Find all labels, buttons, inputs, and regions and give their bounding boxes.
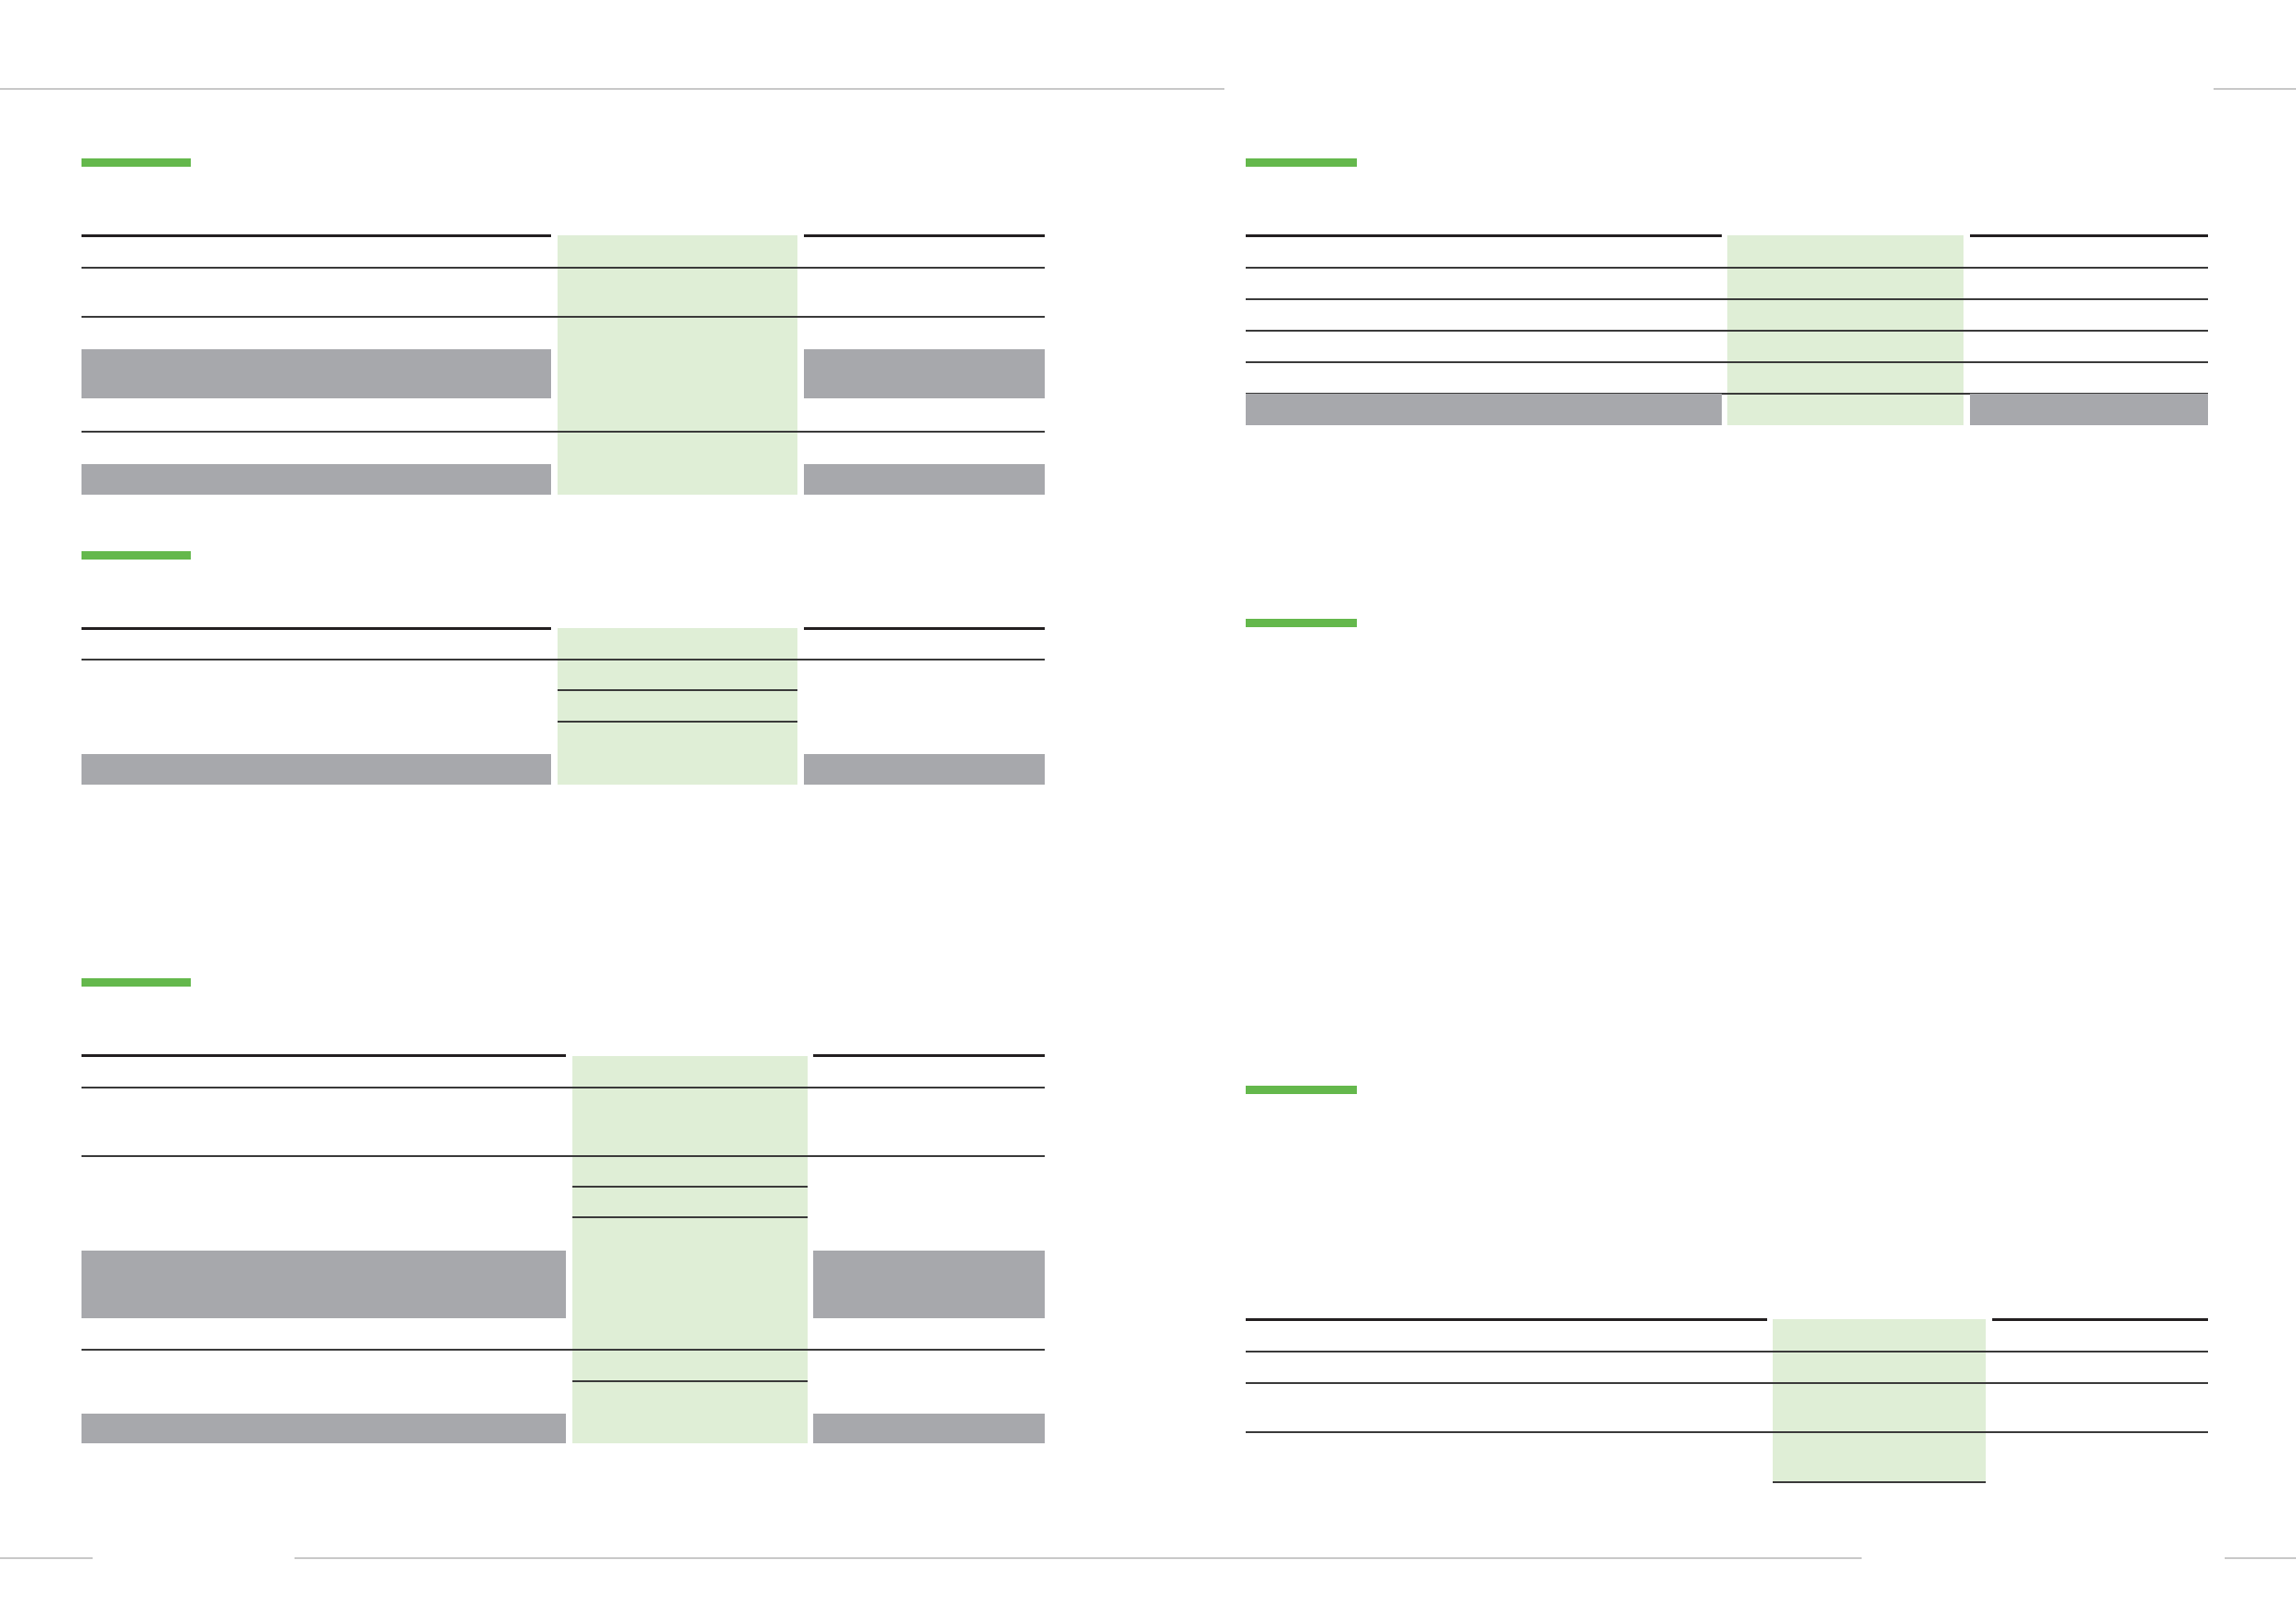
section-6-accent: [1246, 1086, 1357, 1094]
section-3-row-rule-6: [572, 1380, 808, 1382]
section-1-row-rule-1: [82, 267, 1045, 269]
section-6-header-rule: [1246, 1318, 1767, 1321]
section-4-header-rule-prior: [1970, 234, 2208, 237]
section-6-row-rule-1: [1246, 1351, 2208, 1352]
section-3-subtotal-prior: [813, 1251, 1045, 1318]
bottom-rule-right-short: [2225, 1557, 2296, 1559]
section-1-total-row: [82, 464, 551, 495]
section-2-total-row: [82, 754, 551, 785]
section-1-current-year-column: [558, 235, 797, 495]
section-3-row-rule-2: [82, 1155, 1045, 1157]
section-1-subtotal-row: [82, 349, 551, 398]
section-1-header-rule: [82, 234, 551, 237]
section-1-header-rule-prior: [804, 234, 1045, 237]
section-6-row-rule-3: [1246, 1431, 2208, 1433]
section-2-header-rule: [82, 627, 551, 630]
section-2-row-rule-3: [558, 721, 797, 723]
top-rule-right: [2214, 88, 2296, 90]
section-4-accent: [1246, 158, 1357, 167]
section-3-row-rule-5: [82, 1349, 1045, 1351]
section-3-row-rule-3: [572, 1186, 808, 1188]
section-3-subtotal-row: [82, 1251, 566, 1318]
section-6-row-rule-4: [1773, 1481, 1986, 1483]
section-2-header-rule-prior: [804, 627, 1045, 630]
section-1-row-rule-2: [82, 316, 1045, 318]
section-4-row-rule-3: [1246, 330, 2208, 332]
section-2-accent: [82, 551, 191, 560]
section-4-header-rule: [1246, 234, 1722, 237]
section-3-header-rule-prior: [813, 1054, 1045, 1057]
section-3-header-rule: [82, 1054, 566, 1057]
bottom-rule-center: [295, 1557, 1862, 1559]
section-2-current-year-column: [558, 628, 797, 785]
section-4-total-prior: [1970, 394, 2208, 425]
section-3-row-rule-4: [572, 1216, 808, 1218]
section-3-row-rule-1: [82, 1087, 1045, 1088]
section-3-accent: [82, 978, 191, 987]
section-3-current-year-column: [572, 1056, 808, 1443]
section-4-total-row: [1246, 394, 1722, 425]
top-rule-left: [0, 88, 1224, 90]
section-1-subtotal-prior: [804, 349, 1045, 398]
section-4-row-rule-4: [1246, 361, 2208, 363]
section-3-total-prior: [813, 1414, 1045, 1443]
section-6-header-rule-prior: [1992, 1318, 2208, 1321]
bottom-rule-left-short: [0, 1557, 93, 1559]
section-4-row-rule-5: [1246, 393, 2208, 395]
section-2-row-rule-2: [558, 689, 797, 691]
section-1-total-prior: [804, 464, 1045, 495]
section-1-accent: [82, 158, 191, 167]
section-1-row-rule-3: [82, 431, 1045, 433]
section-4-row-rule-1: [1246, 267, 2208, 269]
section-6-current-year-column: [1773, 1319, 1986, 1482]
section-6-row-rule-2: [1246, 1382, 2208, 1384]
section-2-row-rule-1: [82, 659, 1045, 661]
section-3-total-row: [82, 1414, 566, 1443]
section-5-accent: [1246, 619, 1357, 627]
section-2-total-prior: [804, 754, 1045, 785]
section-4-row-rule-2: [1246, 298, 2208, 300]
